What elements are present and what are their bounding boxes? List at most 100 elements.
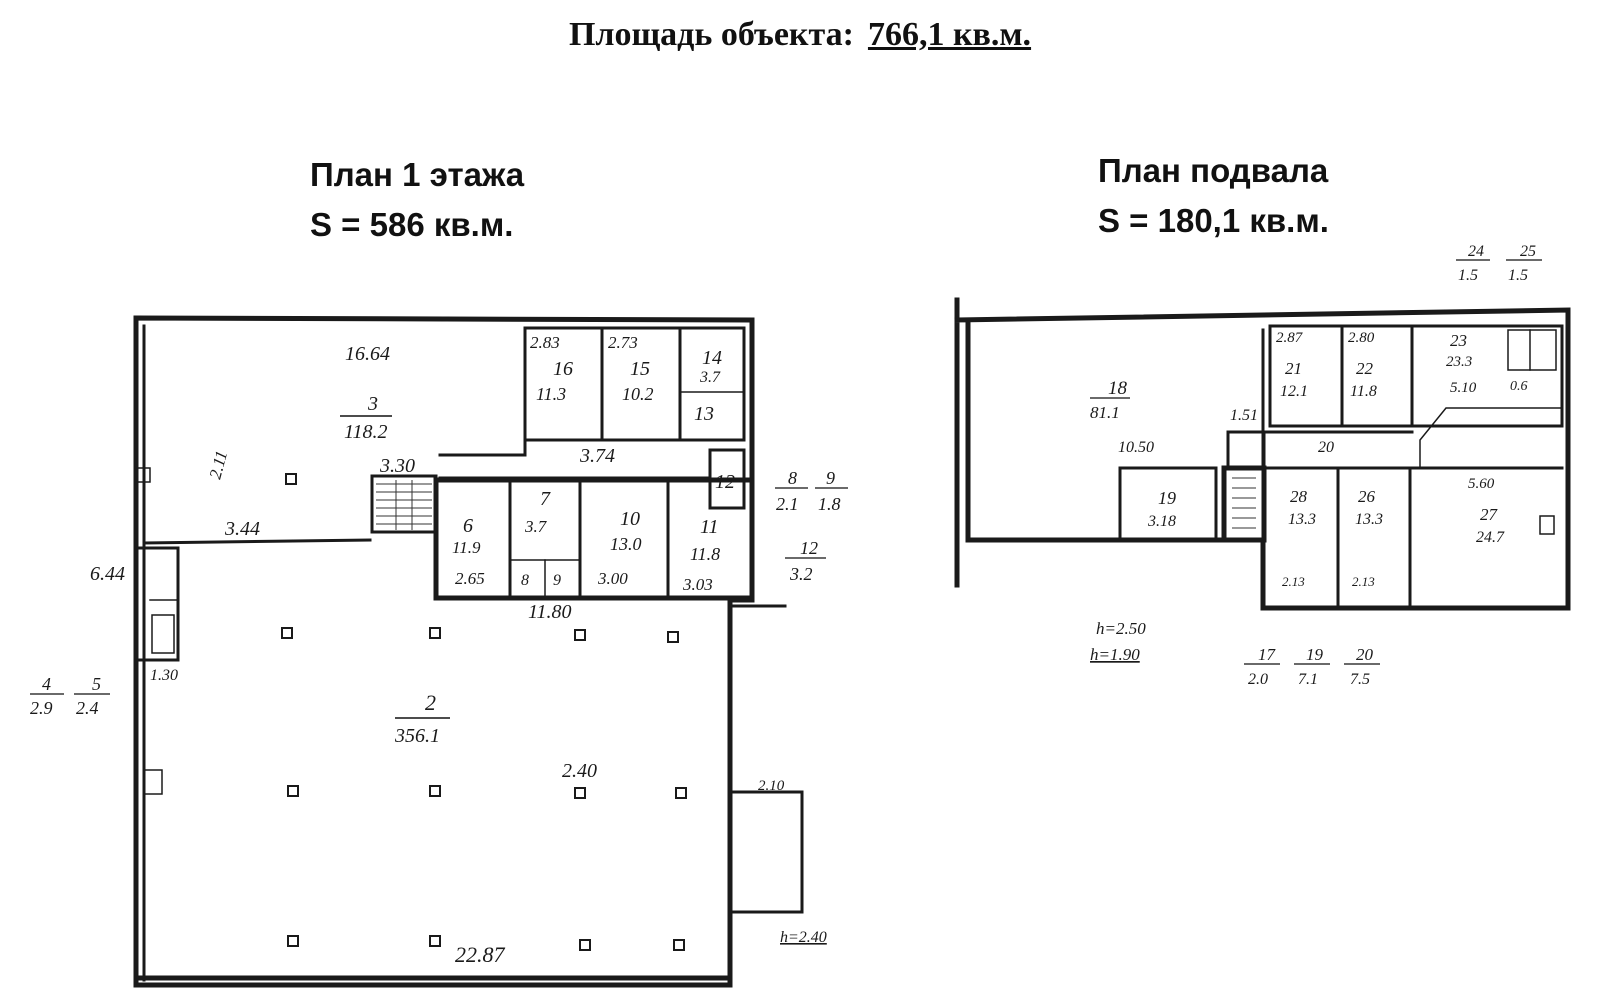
room-area: 1.8	[818, 494, 841, 514]
dim-label: 6.44	[90, 563, 125, 585]
room-area: 10.2	[622, 384, 654, 404]
room-area: 2.9	[30, 698, 53, 718]
basement-plan: 18 81.1 10.50 19 3.18 1.51 20 2.87 2.80 …	[954, 243, 1571, 688]
dim-label: 2.65	[455, 569, 485, 588]
room-area: 12.1	[1280, 383, 1308, 400]
room-number: 19	[1306, 645, 1324, 664]
floor1-area: S = 586 кв.м.	[310, 206, 514, 243]
room-number: 23	[1450, 331, 1467, 350]
room-area: 356.1	[394, 725, 440, 747]
room-area: 1.5	[1458, 267, 1478, 284]
floor1-wall-niche-2	[143, 769, 163, 795]
room-number: 6	[463, 515, 473, 537]
room-number: 13	[694, 403, 714, 425]
room-number: 2	[425, 690, 436, 715]
room-area: 3.2	[789, 564, 813, 584]
room-number: 16	[553, 358, 573, 380]
column	[579, 939, 591, 951]
dim-label: 3.44	[224, 518, 260, 540]
floor1-rooms-block	[433, 477, 755, 601]
room-area: 2.0	[1248, 671, 1268, 688]
room-number: 20	[1318, 439, 1334, 456]
basement-room-21b	[1226, 430, 1266, 470]
dim-label: 3.74	[579, 445, 615, 467]
object-area-title: Площадь объекта: 766,1 кв.м.	[0, 16, 1600, 54]
room-area: 118.2	[344, 421, 388, 443]
dim-label: 10.50	[1118, 439, 1154, 456]
floor1-room-14-wall	[678, 326, 746, 442]
basement-room-24-25	[1507, 329, 1557, 371]
room-number: 9	[826, 468, 835, 488]
room-area: 2.4	[76, 698, 99, 718]
room-area: 7.1	[1298, 671, 1318, 688]
column	[673, 939, 685, 951]
room-number: 18	[1108, 378, 1128, 399]
room-area: 7.5	[1350, 671, 1370, 688]
floor1-wall-3-2	[142, 538, 372, 545]
basement-ramp	[1419, 407, 1563, 469]
room-area: 24.7	[1476, 529, 1505, 546]
room-area: 11.9	[452, 538, 481, 557]
column	[281, 627, 293, 639]
dim-label: 2.73	[608, 333, 638, 352]
floor1-wall-niche	[135, 467, 151, 483]
basement-stair-wall	[1221, 465, 1267, 543]
dim-label: 1.51	[1230, 407, 1258, 424]
room-number: 11	[700, 516, 719, 538]
room-area: 3.18	[1147, 513, 1176, 530]
room-number: 4	[42, 674, 51, 694]
floor1-entrance-bay	[728, 790, 804, 914]
dim-label: 16.64	[345, 343, 390, 365]
room-area: 81.1	[1090, 403, 1120, 422]
room-area: 13.3	[1288, 511, 1316, 528]
column	[429, 935, 441, 947]
floor1-labels: 16.64 3 118.2 3.30 3.74 3.44 2.83 2.73 1…	[30, 333, 848, 967]
dim-label: 1.30	[150, 667, 178, 684]
column	[287, 935, 299, 947]
floor1-heading: План 1 этажа S = 586 кв.м.	[310, 150, 524, 250]
dim-label: 2.40	[562, 760, 597, 782]
room-number: 5	[92, 674, 101, 694]
room-number: 21	[1285, 359, 1302, 378]
basement-labels: 18 81.1 10.50 19 3.18 1.51 20 2.87 2.80 …	[1090, 243, 1542, 688]
dim-label: 2.83	[530, 333, 560, 352]
column	[429, 627, 441, 639]
room-number: 25	[1520, 243, 1536, 260]
dim-label: 2.13	[1352, 574, 1375, 589]
room-number: 28	[1290, 487, 1308, 506]
room-area: 13.0	[610, 534, 642, 554]
basement-title: План подвала	[1098, 152, 1329, 189]
dim-label: 5.10	[1450, 380, 1477, 396]
object-area-label: Площадь объекта:	[568, 16, 854, 53]
floor1-columns	[281, 473, 687, 951]
column	[675, 787, 687, 799]
floor1-vestibule	[134, 546, 180, 662]
column	[574, 787, 586, 799]
room-area: 2.1	[776, 494, 799, 514]
height-label: h=2.50	[1096, 619, 1146, 638]
column	[667, 631, 679, 643]
room-number: 8	[788, 468, 797, 488]
dim-label: 22.87	[455, 942, 506, 967]
basement-niche	[1539, 515, 1555, 535]
dim-label: 2.11	[206, 449, 232, 481]
floor1-title: План 1 этажа	[310, 156, 525, 193]
room-number: 12	[800, 538, 818, 558]
dim-label: 11.80	[528, 601, 572, 623]
room-number: 27	[1480, 505, 1499, 524]
room-area: 23.3	[1446, 354, 1472, 370]
room-number: 22	[1356, 359, 1374, 378]
object-area-value: 766,1 кв.м.	[867, 16, 1032, 53]
room-area: 3.7	[524, 517, 548, 536]
room-number: 14	[702, 347, 722, 369]
floor1-vestibule-stair	[151, 614, 175, 654]
height-label: h=2.40	[780, 929, 827, 946]
room-number: 10	[620, 508, 640, 530]
dim-label: 0.6	[1510, 379, 1528, 394]
room-number: 8	[521, 572, 529, 589]
floor1-plan: 16.64 3 118.2 3.30 3.74 3.44 2.83 2.73 1…	[30, 315, 848, 988]
room-number: 9	[553, 572, 561, 589]
room-number: 3	[367, 393, 378, 415]
dim-label: 2.80	[1348, 330, 1375, 346]
room-area: 11.8	[1350, 383, 1377, 400]
